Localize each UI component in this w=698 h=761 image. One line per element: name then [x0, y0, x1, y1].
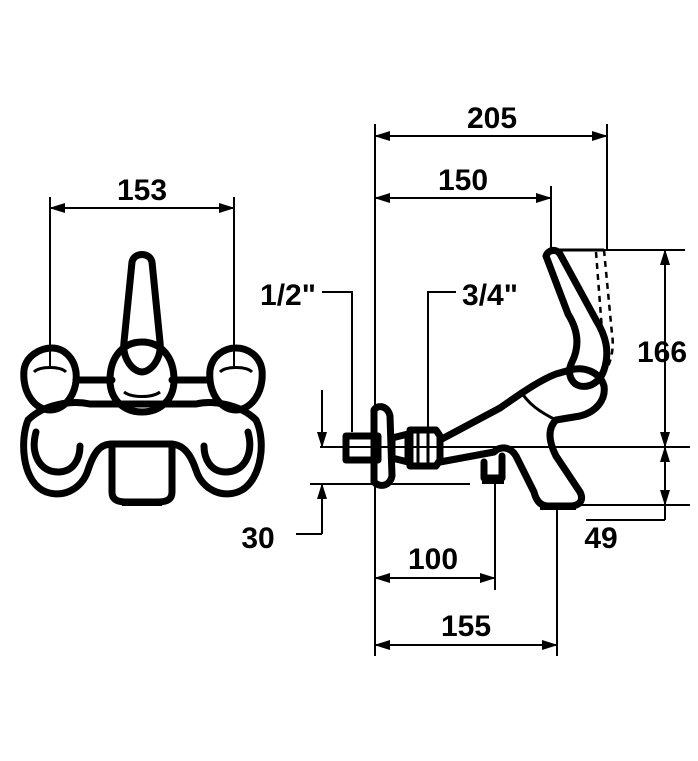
thread-label-inlet: 1/2"	[260, 279, 316, 312]
side-spout-aerator	[540, 503, 576, 510]
side-body-contour	[518, 389, 557, 422]
front-hub-detail	[123, 390, 161, 398]
side-lever	[542, 246, 611, 390]
front-central-hub	[106, 338, 178, 416]
dim-label-153: 153	[117, 174, 167, 207]
front-right-loop	[200, 428, 254, 476]
side-lower-outlet-cap	[482, 478, 504, 484]
dim-label-150: 150	[438, 164, 488, 197]
front-view: 153	[20, 174, 266, 506]
front-outlet-aerator	[122, 499, 162, 506]
side-lever-raised-outline-1	[602, 249, 614, 371]
front-left-loop	[30, 428, 84, 476]
side-inlet-pipe	[342, 432, 382, 464]
thread-leader-inlet	[322, 291, 353, 432]
front-right-valve-handle	[206, 344, 266, 414]
dim-label-49: 49	[584, 522, 617, 555]
front-right-valve-detail	[218, 366, 254, 374]
dim-label-100: 100	[408, 543, 458, 576]
side-lower-outlet	[480, 452, 506, 482]
side-lever-raised-outline-2	[594, 251, 604, 331]
thread-label-outlet: 3/4"	[462, 279, 518, 312]
dim-label-205: 205	[467, 102, 517, 135]
dim-label-30: 30	[241, 522, 274, 555]
front-base-body	[20, 399, 265, 498]
thread-leader-outlet	[427, 291, 456, 430]
front-central-lever	[120, 251, 164, 376]
dim-label-166: 166	[637, 336, 687, 369]
side-view: 205 150 166 49 30 100 155 1/2" 3/4"	[241, 102, 690, 656]
side-wall-rosette	[370, 403, 396, 489]
front-center-block	[108, 440, 176, 506]
dim-label-155: 155	[441, 610, 491, 643]
front-left-valve-handle	[20, 344, 80, 414]
front-left-valve-detail	[32, 366, 68, 374]
